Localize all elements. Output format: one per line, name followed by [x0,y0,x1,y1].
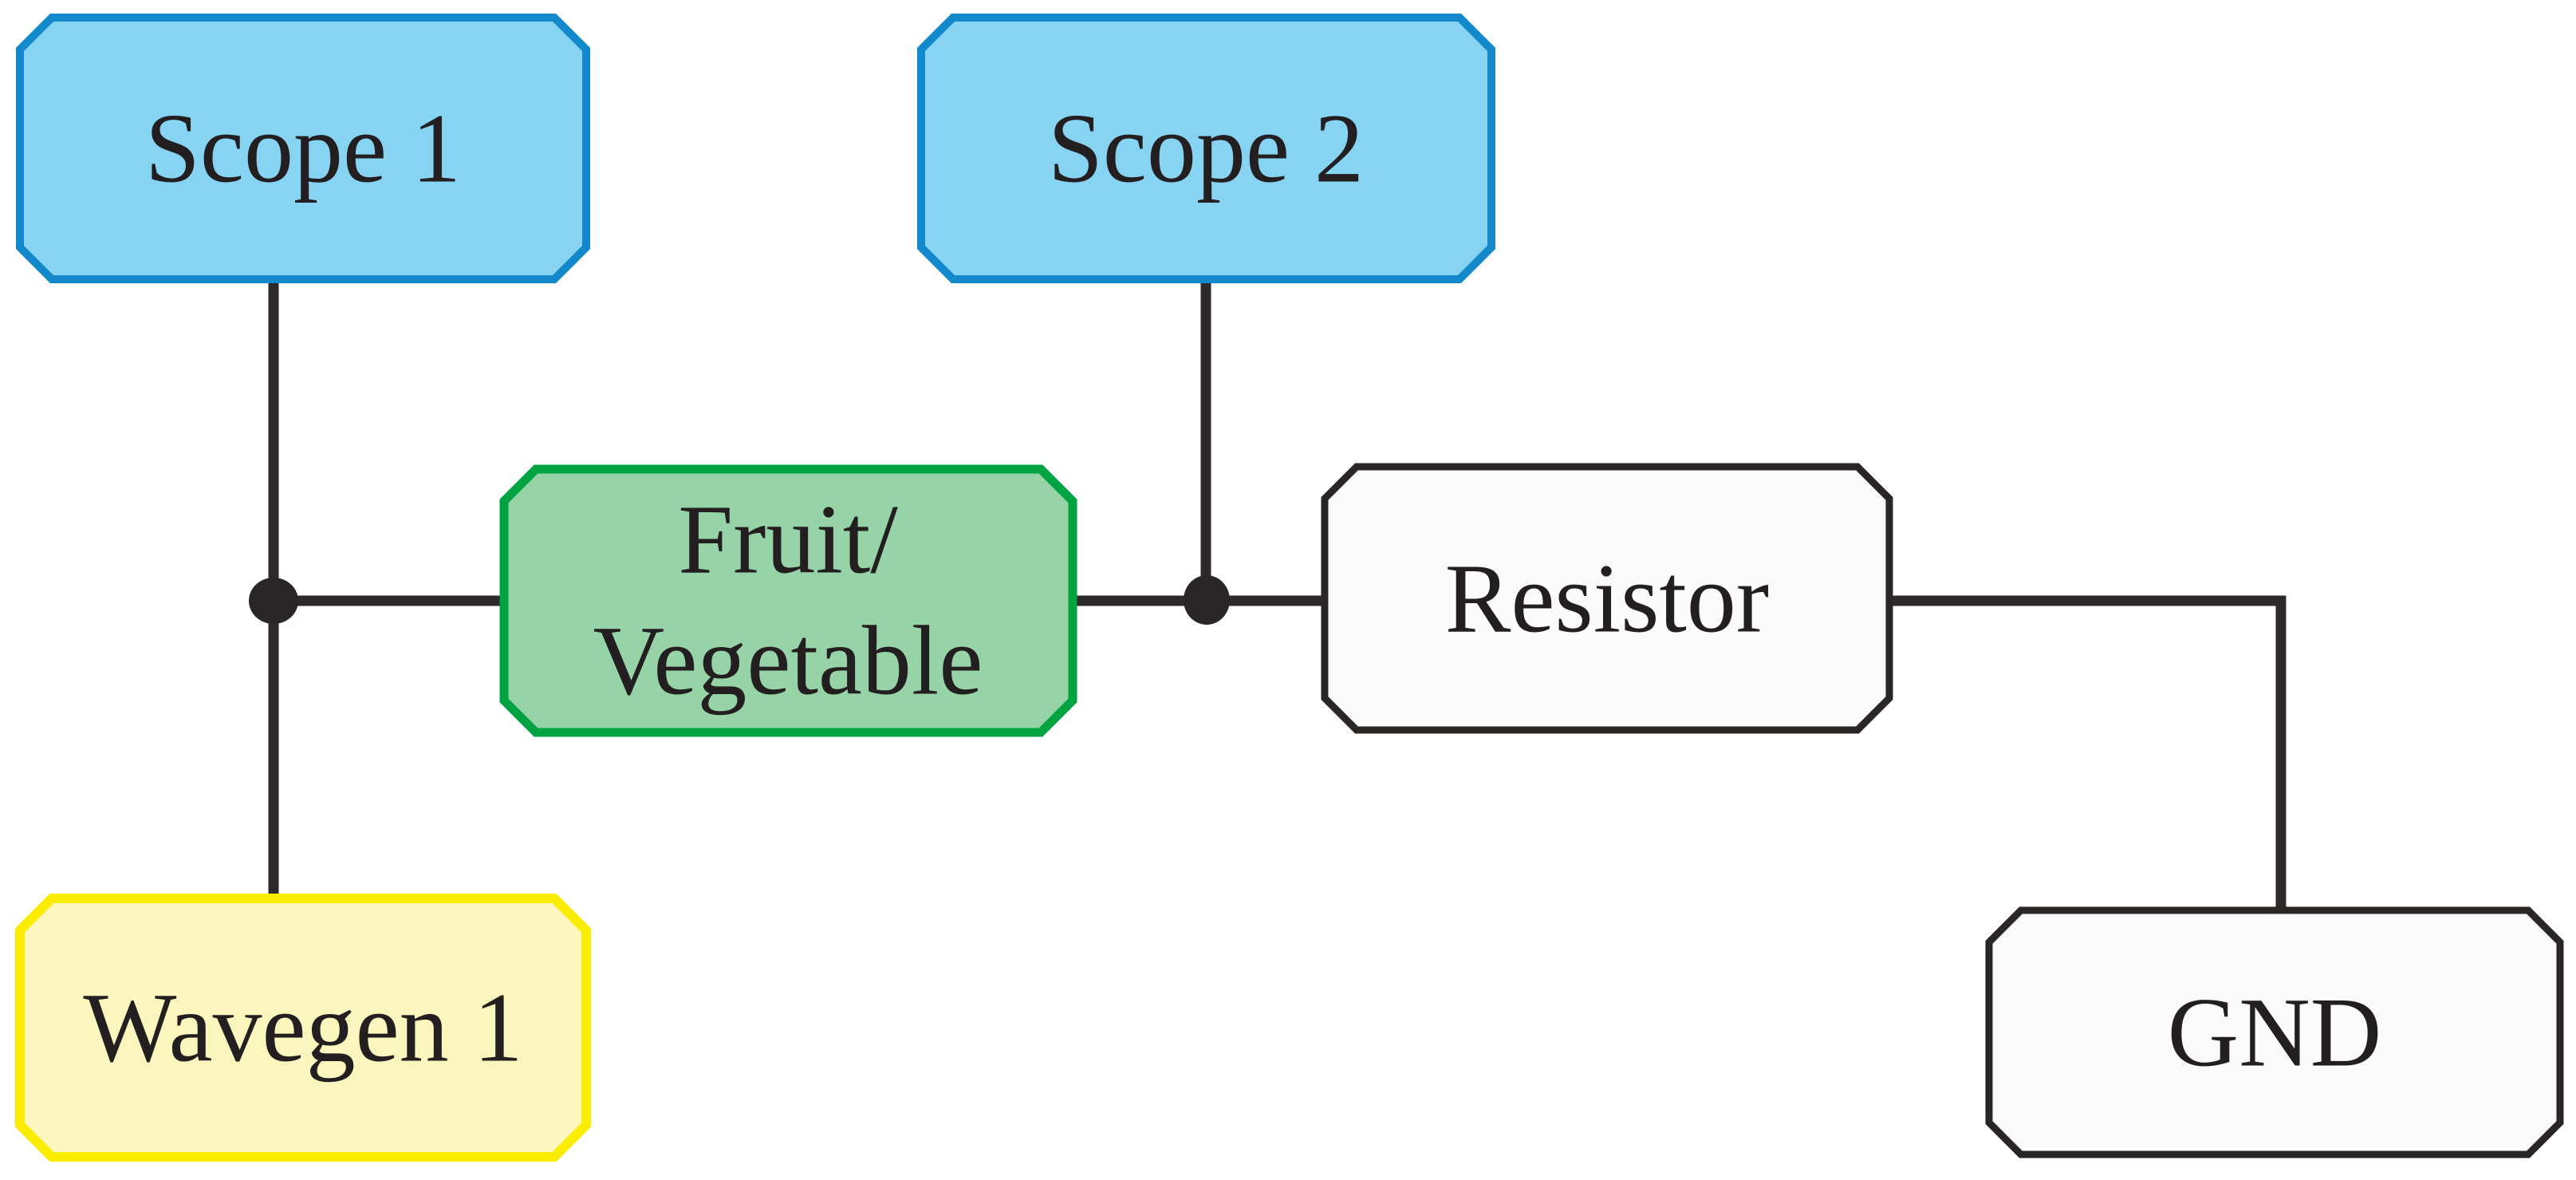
wire-resistor-to-gnd [1886,595,2286,914]
node-wavegen1-label: Wavegen 1 [83,973,522,1083]
node-fruit-vegetable: Fruit/ Vegetable [499,464,1077,737]
left-junction-dot [249,578,298,624]
node-scope2-label: Scope 2 [1048,94,1364,203]
node-fruit-vegetable-label-line1: Fruit/ [678,485,898,594]
node-gnd: GND [1985,906,2564,1158]
node-wavegen1-box [15,894,591,1162]
node-fruit-vegetable-box [499,464,1077,737]
right-junction-dot [1184,575,1230,625]
node-resistor-box [1321,463,1893,734]
node-resistor-label: Resistor [1445,544,1769,653]
node-wavegen1: Wavegen 1 [15,894,591,1162]
node-gnd-label: GND [2168,978,2382,1087]
node-gnd-box [1985,906,2564,1158]
node-scope2: Scope 2 [917,14,1495,283]
node-scope1-box [16,14,590,283]
node-resistor: Resistor [1321,463,1893,734]
node-scope1: Scope 1 [16,14,590,283]
node-fruit-vegetable-label-line2: Vegetable [593,606,983,716]
node-scope1-label: Scope 1 [145,94,461,203]
node-scope2-box [917,14,1495,283]
